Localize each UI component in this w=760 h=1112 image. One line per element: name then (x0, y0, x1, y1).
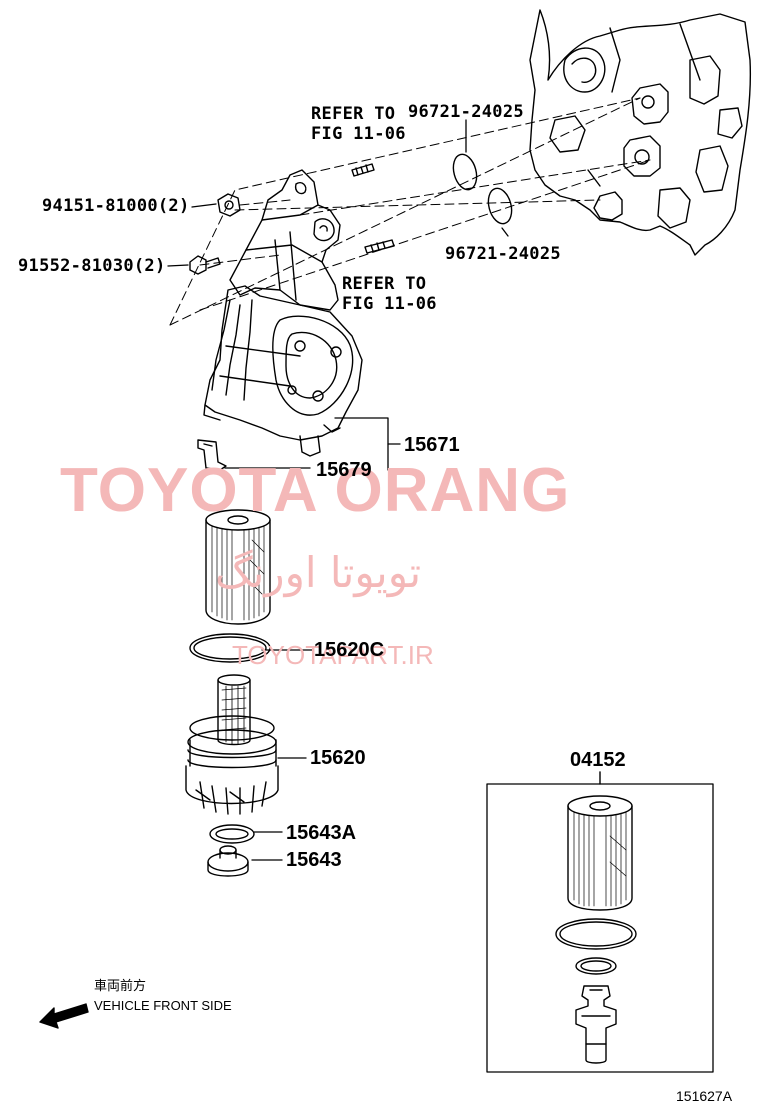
o-ring-bottom (487, 187, 513, 225)
clip-15679 (197, 439, 227, 471)
bolt-91552 (189, 255, 221, 275)
filter-element (205, 509, 271, 625)
leader-lines (167, 119, 509, 861)
part-label-91552: 91552-81030(2) (18, 256, 166, 276)
part-label-15643A: 15643A (286, 822, 357, 844)
vehicle-front-jp: 車両前方 (94, 978, 147, 993)
watermark-farsi: تویوتا اورنگ (215, 548, 422, 597)
stud-top (351, 163, 375, 177)
kit-washer (575, 957, 617, 975)
part-label-04152: 04152 (570, 749, 626, 771)
oil-filter-housing-15671 (203, 285, 363, 457)
o-ring-15620C-inner (193, 636, 267, 660)
part-label-94151: 94151-81000(2) (42, 196, 190, 216)
alignment-dashed-lines (169, 97, 651, 326)
refer-to-top-line1: REFER TO (311, 104, 396, 124)
refer-to-mid-line2: FIG 11-06 (342, 294, 437, 314)
watermark-url: TOYOTAPART.IR (232, 640, 434, 670)
figure-id: 151627A (676, 1088, 733, 1104)
part-label-15620: 15620 (310, 747, 366, 769)
part-label-96721-bottom: 96721-24025 (445, 244, 561, 264)
nut-94151 (217, 193, 241, 217)
oil-filter-bracket (229, 169, 341, 311)
washer-15643A (209, 824, 255, 844)
vehicle-front-side: VEHICLE FRONT SIDE (94, 998, 232, 1013)
o-ring-15620C (189, 633, 271, 663)
part-label-15643: 15643 (286, 849, 342, 871)
engine-block-outline (529, 9, 752, 256)
watermark-brand: TOYOTA ORANG (60, 456, 571, 525)
part-label-96721-top: 96721-24025 (408, 102, 524, 122)
washer-15643A-inner (215, 828, 249, 840)
part-label-15679: 15679 (316, 459, 372, 481)
kit-o-ring-inner (559, 921, 633, 947)
refer-to-mid-line1: REFER TO (342, 274, 427, 294)
part-label-15671: 15671 (404, 434, 460, 456)
filter-cap-15620 (185, 674, 279, 815)
kit-o-ring (555, 918, 637, 950)
kit-box-04152 (486, 783, 714, 1073)
kit-filter-element (567, 795, 633, 911)
part-label-15620C: 15620C (314, 639, 385, 661)
o-ring-top (452, 153, 478, 191)
arrow-left-down-icon (39, 1003, 89, 1029)
refer-to-top-line2: FIG 11-06 (311, 124, 406, 144)
kit-washer-inner (580, 960, 612, 972)
drain-plug-15643 (207, 845, 249, 877)
stud-middle (364, 239, 395, 254)
kit-drain-tool (575, 985, 617, 1064)
